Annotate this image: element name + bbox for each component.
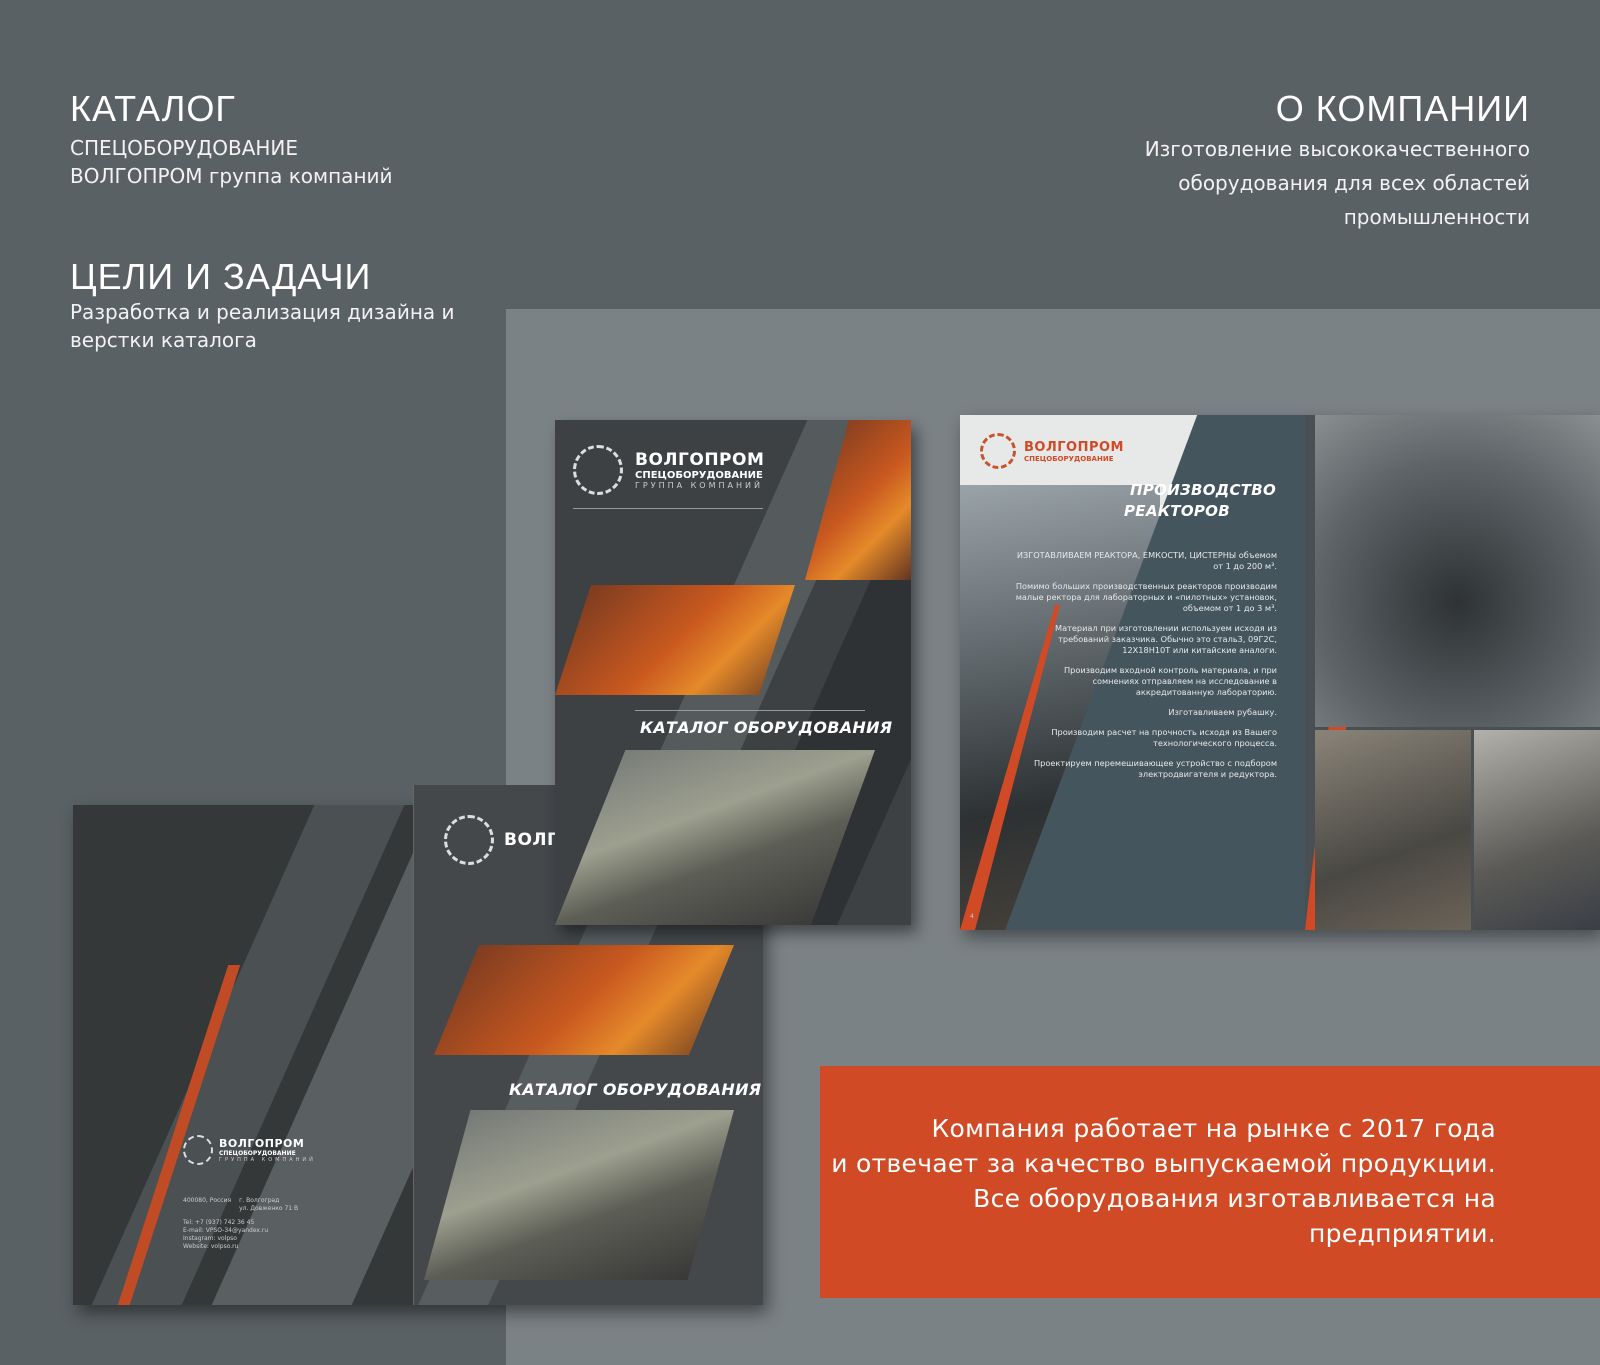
statement-text: Компания работает на рынке с 2017 года и…	[831, 1111, 1496, 1251]
about-line2: оборудования для всех областей	[1178, 171, 1530, 195]
paragraph: Производим входной контроль материала, и…	[1064, 665, 1277, 697]
reactor-photo	[1315, 415, 1600, 727]
goals-title: ЦЕЛИ И ЗАДАЧИ	[70, 256, 372, 297]
catalog-cover: ВОЛГОПРОМ СПЕЦОБОРУДОВАНИЕ ГРУППА КОМПАН…	[555, 420, 911, 925]
brand-name: ВОЛГОПРОМ	[219, 1137, 305, 1150]
website: volpso.ru	[210, 1243, 239, 1250]
page-number: 4	[970, 913, 974, 920]
email-label: E-mail:	[183, 1227, 204, 1234]
paragraph: ИЗГОТАВЛИВАЕМ РЕАКТОРА, ЕМКОСТИ, ЦИСТЕРН…	[1016, 550, 1277, 571]
website-label: Website:	[183, 1243, 209, 1250]
statement-box: Компания работает на рынке с 2017 года и…	[820, 1066, 1600, 1298]
about-title: О КОМПАНИИ	[1275, 88, 1530, 129]
instagram: volpso	[217, 1235, 237, 1242]
brand-name: ВОЛГОПРОМ	[635, 450, 765, 470]
folder-mockup: ВОЛГОПРОМ СПЕЦОБОРУДОВАНИЕ ГРУППА КОМПАН…	[73, 785, 763, 1305]
email: VPSO-34@yandex.ru	[205, 1227, 269, 1234]
address-city: г. Волгоград	[239, 1197, 280, 1204]
brand-sub: СПЕЦОБОРУДОВАНИЕ	[635, 470, 763, 481]
brand-group: ГРУППА КОМПАНИЙ	[219, 1157, 316, 1163]
paragraph: Помимо больших производственных реакторо…	[1015, 581, 1277, 613]
tel: +7 (937) 742 36 45	[194, 1219, 255, 1226]
cover-title: КАТАЛОГ ОБОРУДОВАНИЯ	[640, 718, 893, 737]
brand-name: ВОЛГОПРОМ	[1024, 439, 1124, 455]
gear-wrench-icon	[444, 815, 494, 865]
about-section: О КОМПАНИИ Изготовление высококачественн…	[1145, 88, 1530, 234]
equipment-photo	[434, 945, 734, 1055]
statement-line2: и отвечает за качество выпускаемой проду…	[831, 1149, 1496, 1178]
brand-group: ГРУППА КОМПАНИЙ	[635, 481, 763, 490]
spread-heading: ПРОИЗВОДСТВО РЕАКТОРОВ	[1124, 480, 1277, 522]
spread-logo: ВОЛГОПРОМ СПЕЦОБОРУДОВАНИЕ	[980, 433, 1124, 469]
equipment-photo	[555, 585, 795, 695]
about-line1: Изготовление высококачественного	[1144, 137, 1530, 161]
heading-line1: ПРОИЗВОДСТВО	[1130, 481, 1277, 499]
gear-wrench-icon	[573, 445, 623, 495]
brand-sub: СПЕЦОБОРУДОВАНИЕ	[219, 1150, 296, 1157]
right-page	[1305, 415, 1600, 930]
heading-line2: РЕАКТОРОВ	[1124, 502, 1230, 520]
folder-back: ВОЛГОПРОМ СПЕЦОБОРУДОВАНИЕ ГРУППА КОМПАН…	[73, 805, 413, 1305]
paragraph: Материал при изготовлении используем исх…	[1055, 623, 1277, 655]
gear-wrench-icon	[183, 1135, 213, 1165]
address-street: ул. Довженко 71 В	[239, 1205, 299, 1212]
goals-section: ЦЕЛИ И ЗАДАЧИ Разработка и реализация ди…	[70, 256, 455, 354]
about-line3: промышленности	[1343, 205, 1530, 229]
folder-logo: ВОЛГОПРОМ СПЕЦОБОРУДОВАНИЕ ГРУППА КОМПАН…	[183, 1135, 316, 1165]
paragraph: Производим расчет на прочность исходя из…	[1051, 727, 1277, 748]
cover-title: КАТАЛОГ ОБОРУДОВАНИЯ	[509, 1080, 762, 1099]
left-page: ВОЛГОПРОМ СПЕЦОБОРУДОВАНИЕ ПРОИЗВОДСТВО …	[960, 415, 1305, 930]
spread-body: ИЗГОТАВЛИВАЕМ РЕАКТОРА, ЕМКОСТИ, ЦИСТЕРН…	[1015, 550, 1277, 780]
plant-photo	[424, 1110, 734, 1280]
catalog-spread: ВОЛГОПРОМ СПЕЦОБОРУДОВАНИЕ ПРОИЗВОДСТВО …	[960, 415, 1600, 930]
paragraph: Проектируем перемешивающее устройство с …	[1034, 758, 1277, 779]
statement-line1: Компания работает на рынке с 2017 года	[931, 1114, 1496, 1143]
cover-logo: ВОЛГОПРОМ СПЕЦОБОРУДОВАНИЕ ГРУППА КОМПАН…	[573, 445, 764, 495]
statement-line3: Все оборудования изготавливается на	[973, 1184, 1496, 1213]
catalog-section: КАТАЛОГ СПЕЦОБОРУДОВАНИЕ ВОЛГОПРОМ групп…	[70, 88, 393, 190]
brand-sub: СПЕЦОБОРУДОВАНИЕ	[1024, 454, 1114, 463]
instagram-label: Instagram:	[183, 1235, 216, 1242]
tel-label: Tel:	[183, 1219, 194, 1226]
workshop-photo	[1315, 730, 1471, 930]
catalog-line2: ВОЛГОПРОМ группа компаний	[70, 164, 393, 188]
tank-photo	[1474, 730, 1600, 930]
goals-line1: Разработка и реализация дизайна и	[70, 300, 455, 324]
catalog-title: КАТАЛОГ	[70, 88, 236, 129]
gear-wrench-icon	[980, 433, 1016, 469]
statement-line4: предприятии.	[1309, 1219, 1496, 1248]
paragraph: Изготавливаем рубашку.	[1168, 707, 1277, 717]
address-country: 400080, Россия	[183, 1197, 232, 1204]
goals-line2: верстки каталога	[70, 328, 257, 352]
catalog-line1: СПЕЦОБОРУДОВАНИЕ	[70, 136, 299, 160]
